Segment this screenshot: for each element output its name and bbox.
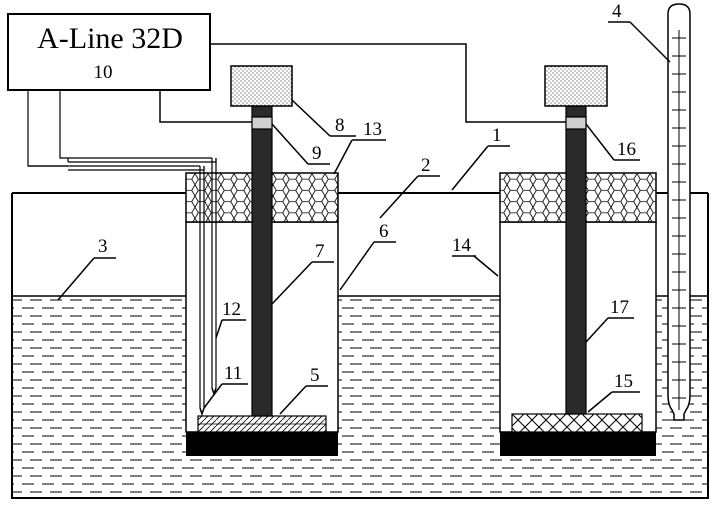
wires — [27, 43, 566, 171]
transducer-right — [544, 65, 608, 107]
rod-7 — [251, 105, 273, 417]
device-box — [7, 13, 211, 91]
label-3: 3 — [98, 236, 108, 257]
thermometer-4 — [667, 3, 691, 421]
sample-15 — [511, 413, 643, 433]
label-6: 6 — [379, 221, 389, 242]
label-13: 13 — [363, 119, 382, 140]
label-1: 1 — [492, 125, 502, 146]
label-12: 12 — [222, 299, 241, 320]
left-cylinder — [185, 65, 339, 456]
label-15: 15 — [614, 371, 633, 392]
right-cylinder-base — [500, 432, 656, 456]
coupling-16 — [565, 116, 587, 130]
tank-outline — [11, 193, 709, 499]
label-14: 14 — [452, 235, 472, 256]
label-17: 17 — [610, 297, 629, 318]
label-7: 7 — [315, 241, 325, 262]
callouts: 1 2 3 4 5 6 7 8 9 11 — [57, 1, 671, 415]
label-16: 16 — [617, 139, 636, 160]
label-11: 11 — [224, 363, 242, 384]
left-cylinder-base — [186, 432, 338, 456]
label-2: 2 — [421, 155, 431, 176]
device-title: A-Line 32D — [37, 22, 183, 55]
label-4: 4 — [612, 1, 622, 22]
label-8: 8 — [335, 115, 345, 136]
device-number: 10 — [94, 62, 113, 83]
right-cylinder — [499, 65, 657, 456]
label-9: 9 — [312, 143, 322, 164]
coupling-9 — [251, 116, 273, 130]
label-5: 5 — [310, 365, 320, 386]
transducer-8 — [230, 65, 293, 107]
rod-17 — [565, 105, 587, 415]
